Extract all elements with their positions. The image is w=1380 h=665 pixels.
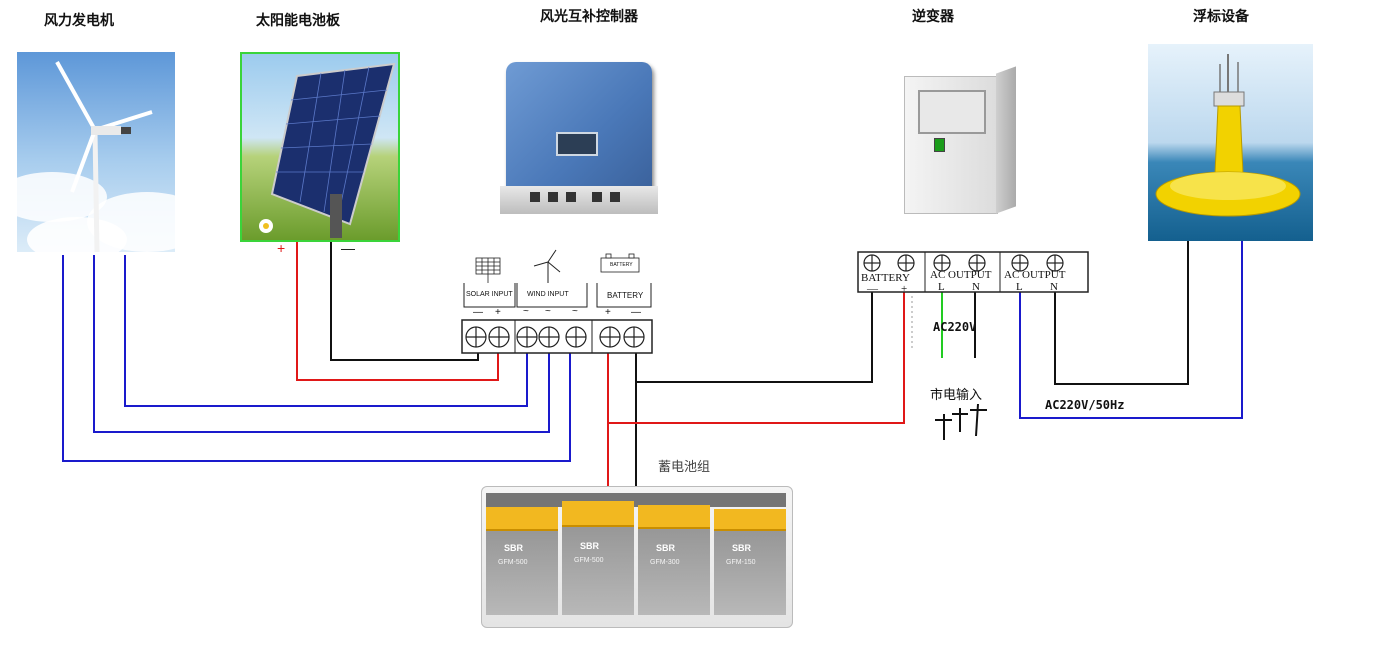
battery-model-4: GFM-150	[726, 559, 756, 566]
wind-input-label: WIND INPUT	[527, 291, 569, 298]
solar-icon	[475, 257, 501, 283]
wind-turbine-title: 风力发电机	[44, 13, 114, 29]
solar-plus-sign: +	[495, 307, 501, 318]
battery-bank-label: 蓄电池组	[658, 460, 711, 475]
battery-model-1: GFM-500	[498, 559, 528, 566]
buoy-title: 浮标设备	[1193, 9, 1249, 25]
battery-brand-3: SBR	[656, 543, 676, 553]
inverter-minus-sign: —	[867, 283, 878, 295]
inverter-battery-label: BATTERY	[861, 272, 910, 284]
wind-wire-1	[124, 255, 528, 407]
solar-input-label: SOLAR INPUT	[466, 291, 513, 298]
battery-brand-1: SBR	[504, 543, 524, 553]
solar-positive-wire	[296, 240, 499, 381]
battery-icon-text: BATTERY	[610, 262, 633, 268]
ac-output-label-1: AC OUTPUT	[930, 269, 992, 281]
battery-minus-sign: —	[631, 307, 641, 318]
wind-phase-1: ~	[523, 306, 529, 317]
ac-output-n2: N	[1050, 281, 1058, 293]
controller-battery-label: BATTERY	[607, 291, 644, 300]
controller-image	[500, 62, 660, 218]
wind-wire-3	[62, 255, 571, 462]
ac220v-label: AC220V	[933, 320, 977, 334]
solar-negative-wire	[330, 240, 479, 361]
ac-output-l-wire	[1019, 240, 1243, 419]
solar-positive-sign: +	[277, 240, 286, 256]
battery-model-2: GFM-500	[574, 557, 604, 564]
battery-icon	[600, 253, 640, 273]
controller-terminal-block	[461, 249, 653, 354]
ac-output-l1: L	[938, 281, 945, 293]
wind-wires	[62, 255, 571, 462]
plug-icon	[935, 403, 987, 440]
solar-panel-image	[240, 52, 400, 242]
ac220v-50hz-label: AC220V/50Hz	[1045, 398, 1125, 412]
solar-negative-sign: —	[341, 240, 355, 256]
battery-plus-sign: +	[605, 307, 611, 318]
inverter-positive-wire	[608, 292, 905, 424]
wind-wire-2	[93, 255, 550, 433]
inverter-terminal-block	[857, 251, 1089, 293]
wind-phase-3: ~	[572, 306, 578, 317]
ac-output-n1: N	[972, 281, 980, 293]
wind-turbine-image	[17, 52, 175, 252]
battery-brand-2: SBR	[580, 541, 600, 551]
solar-minus-sign: —	[473, 307, 483, 318]
mains-input-label: 市电输入	[930, 388, 983, 403]
wind-icon	[533, 249, 561, 283]
battery-bank-image: SBR GFM-500 SBR GFM-500 SBR GFM-300 SBR …	[481, 486, 793, 628]
inverter-title: 逆变器	[912, 9, 954, 25]
inverter-image	[898, 66, 1023, 218]
solar-panel-title: 太阳能电池板	[256, 13, 340, 29]
ac-output-l2: L	[1016, 281, 1023, 293]
wind-phase-2: ~	[545, 306, 551, 317]
controller-title: 风光互补控制器	[540, 9, 638, 25]
inverter-plus-sign: +	[901, 283, 908, 295]
buoy-image	[1148, 44, 1313, 241]
battery-model-3: GFM-300	[650, 559, 680, 566]
battery-brand-4: SBR	[732, 543, 752, 553]
inverter-negative-wire	[636, 292, 873, 383]
ac-output-n-wire	[1054, 240, 1189, 385]
ac-output-label-2: AC OUTPUT	[1004, 269, 1066, 281]
